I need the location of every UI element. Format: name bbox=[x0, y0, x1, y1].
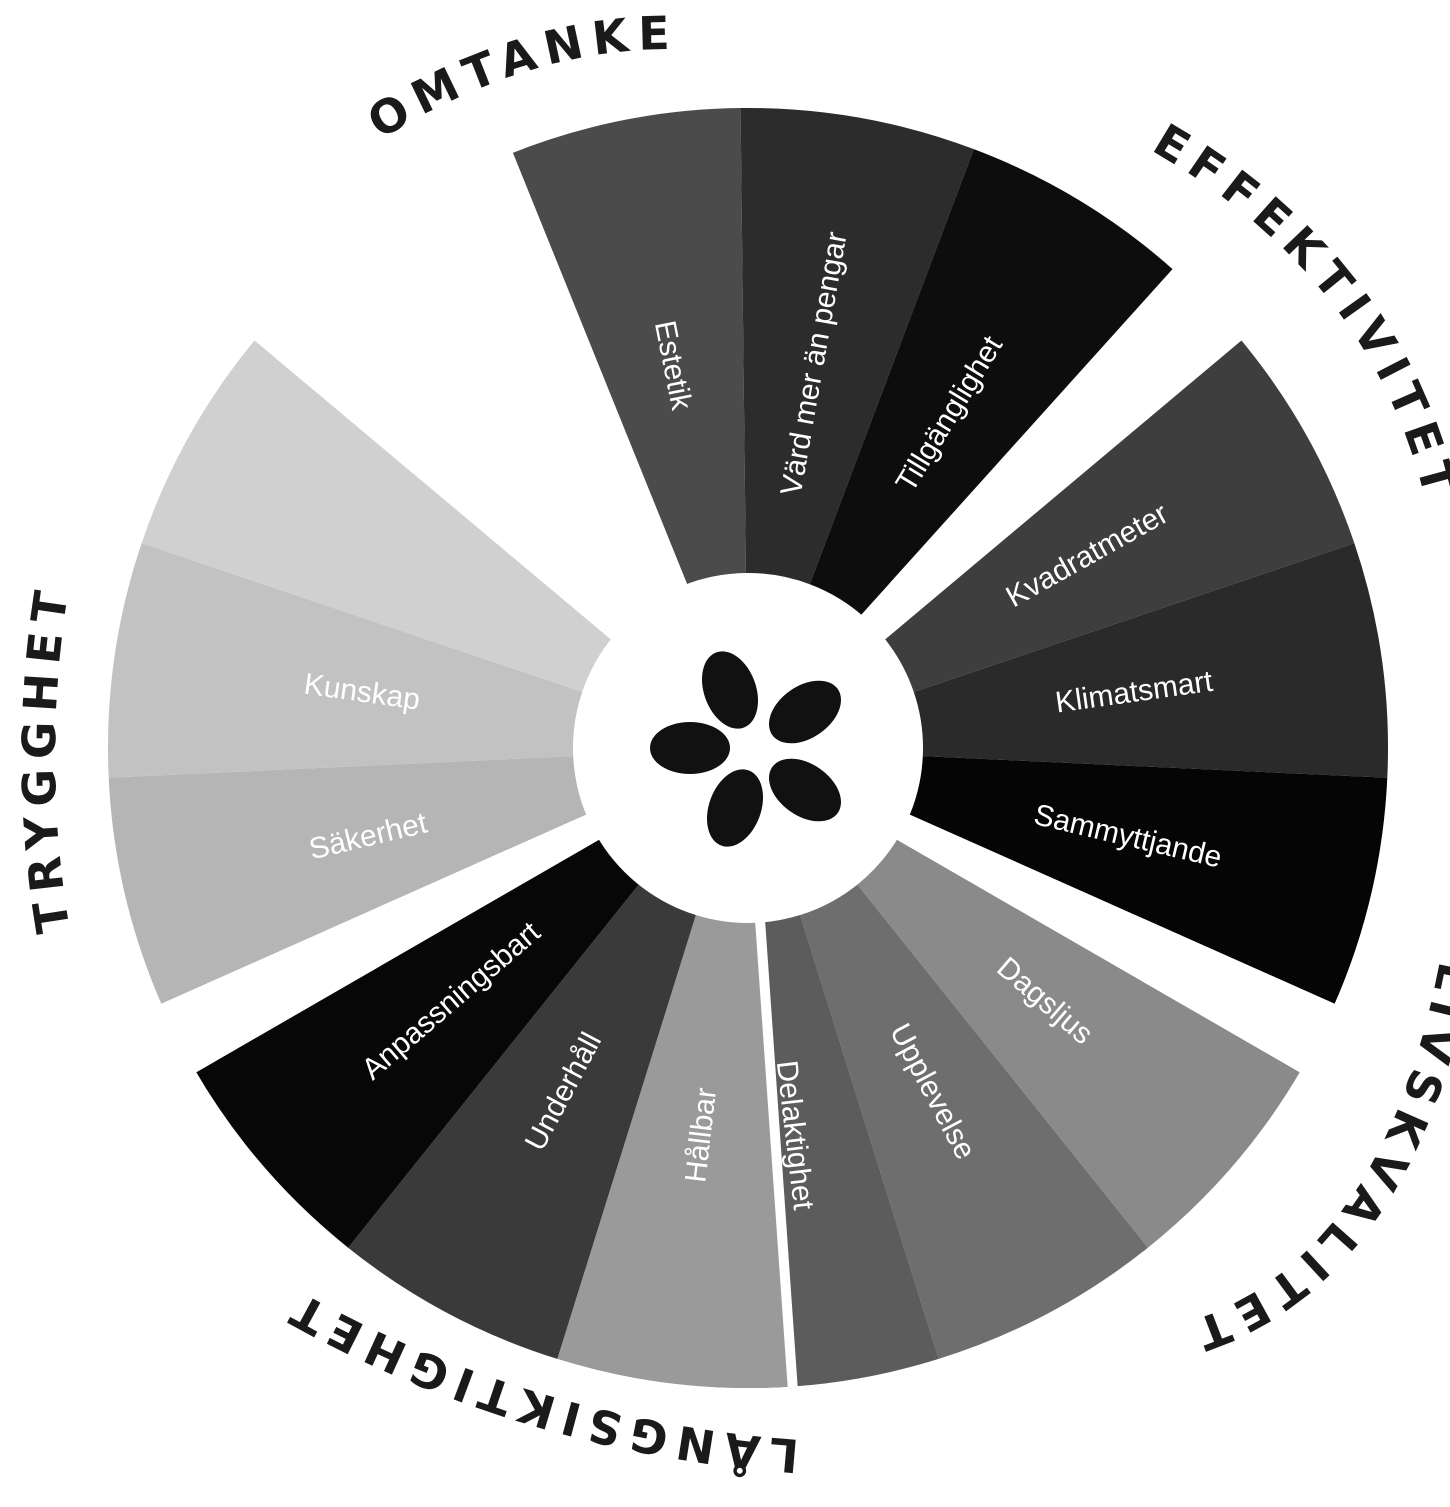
petal-segment-omtanke-1 bbox=[508, 108, 746, 586]
category-label-trygghet: TRYGGHET bbox=[12, 579, 81, 937]
center-hub bbox=[578, 578, 918, 918]
